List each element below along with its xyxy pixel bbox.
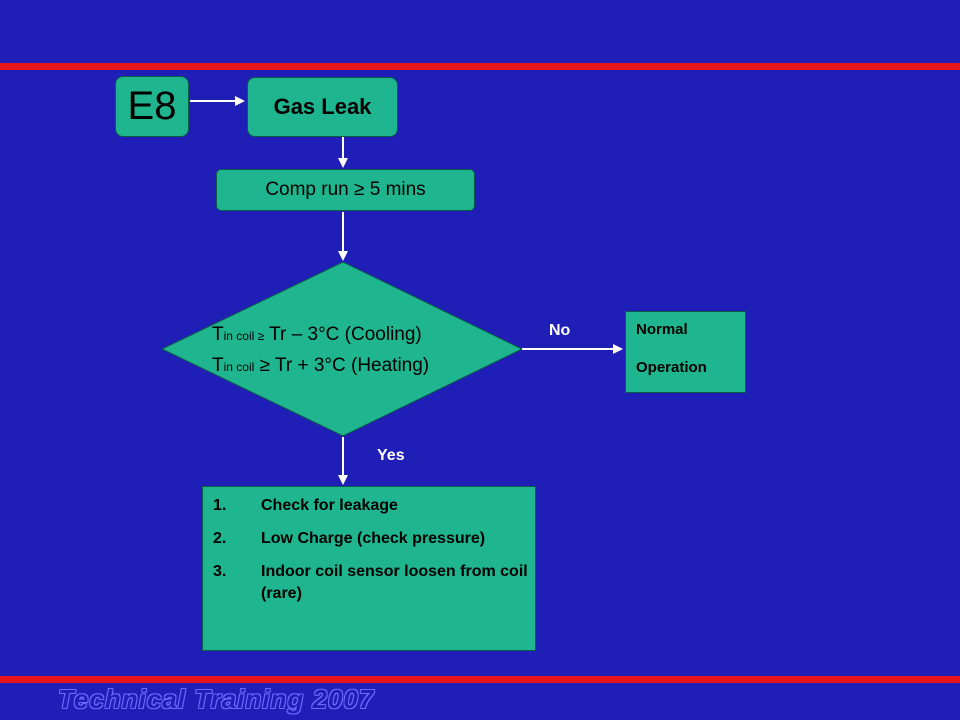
check-number: 3. (213, 563, 227, 580)
check-text: Low Charge (check pressure) (261, 530, 486, 547)
cond1-rest: Tr – 3°C (Cooling) (264, 324, 422, 345)
bottom-red-bar (0, 676, 960, 683)
check-item: 2. Low Charge (check pressure) (213, 528, 535, 550)
error-code: E8 (127, 84, 177, 128)
no-label: No (549, 322, 571, 339)
cond2-prefix: T (212, 355, 224, 376)
cond1-prefix: T (212, 324, 224, 345)
cond2-rest: ≥ Tr + 3°C (Heating) (254, 355, 430, 376)
decision-condition: Tin coil ≥ Tr – 3°C (Cooling) Tin coil ≥… (212, 320, 429, 382)
error-code-box: E8 (115, 76, 189, 137)
condition-cooling: Tin coil ≥ Tr – 3°C (Cooling) (212, 320, 429, 351)
condition-heating: Tin coil ≥ Tr + 3°C (Heating) (212, 351, 429, 382)
checks-box: 1. Check for leakage 2. Low Charge (check … (202, 486, 536, 651)
normal-operation-box: Normal Operation (625, 311, 746, 393)
check-item: 3. Indoor coil sensor loosen from coil (r… (213, 561, 535, 605)
comp-run-text: Comp run ≥ 5 mins (265, 179, 426, 200)
cond2-sub: in coil (223, 360, 255, 374)
gas-leak-title: Gas Leak (273, 94, 372, 119)
yes-label: Yes (377, 447, 405, 464)
check-number: 1. (213, 497, 227, 514)
normal-line2: Operation (636, 359, 707, 376)
check-item: 1. Check for leakage (213, 495, 535, 517)
normal-line1: Normal (636, 321, 688, 338)
check-text: Indoor coil sensor loosen from coil (rar… (261, 563, 528, 602)
top-red-bar (0, 63, 960, 70)
gas-leak-box: Gas Leak (247, 77, 398, 137)
check-number: 2. (213, 530, 227, 547)
comp-run-box: Comp run ≥ 5 mins (216, 169, 475, 211)
cond1-sub: in coil ≥ (223, 329, 265, 343)
decision-diamond (160, 261, 524, 437)
check-text: Check for leakage (261, 497, 398, 514)
footer-title: Technical Training 2007 (58, 684, 375, 714)
